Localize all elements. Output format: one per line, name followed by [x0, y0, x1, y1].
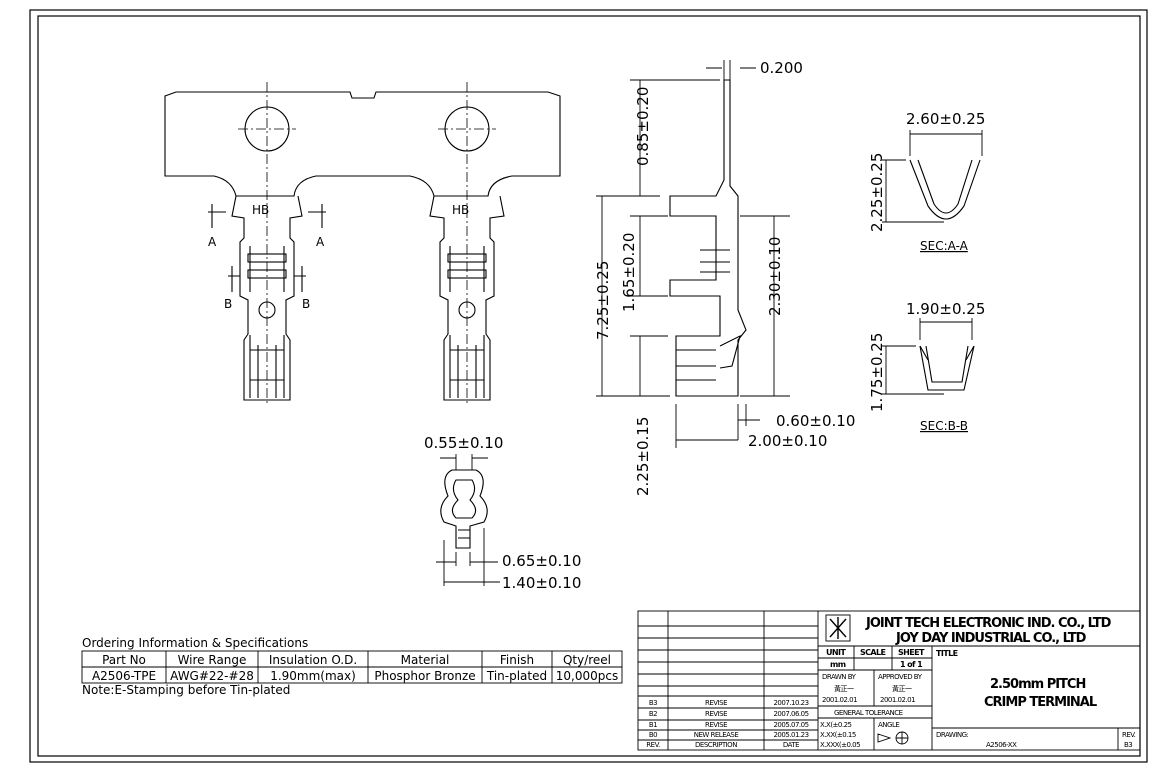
col-rev: REV. [646, 741, 660, 749]
rev-label: REV. [1122, 731, 1136, 739]
drawing-no-label: DRAWING: [936, 731, 969, 739]
spec-header-finish: Finish [500, 653, 534, 667]
section-b-left: B [224, 297, 232, 311]
revision-rev: B2 [649, 710, 657, 718]
tolerance-1: X.X(±0.25 [820, 721, 852, 729]
side-profile [669, 79, 747, 397]
dim-thickness: 0.200 [760, 59, 803, 77]
revision-date: 2007.06.05 [773, 710, 808, 718]
sec-b-width: 1.90±0.25 [906, 300, 985, 318]
sec-b-height: 1.75±0.25 [868, 333, 886, 412]
unit-value: mm [830, 660, 846, 669]
company-name-1: JOINT TECH ELECTRONIC IND. CO., LTD [865, 616, 1112, 631]
revision-date: 2005.01.23 [773, 731, 808, 739]
spec-header-qty: Qty/reel [563, 653, 611, 667]
revision-desc: REVISE [705, 699, 727, 707]
section-a-left: A [208, 235, 217, 249]
drawn-date: 2001.02.01 [822, 696, 857, 704]
tolerance-3: X.XXX(±0.05 [820, 741, 860, 749]
dim-front-top: 0.55±0.10 [424, 434, 503, 452]
dim-mid: 1.65±0.20 [620, 233, 638, 312]
drawing-no: A2506-XX [986, 741, 1017, 749]
dim-front-bottom: 1.40±0.10 [502, 574, 581, 592]
spec-cell-wire-range: AWG#22-#28 [170, 669, 254, 683]
marking-hb-1: HB [252, 203, 269, 217]
unit-label: UNIT [826, 648, 846, 657]
spec-header-insulation: Insulation O.D. [269, 653, 357, 667]
drawn-by-label: DRAWN BY [822, 673, 857, 681]
drawn-sign: 黃正一 [834, 684, 854, 693]
spec-header-wire-range: Wire Range [178, 653, 247, 667]
sec-a-label: SEC:A-A [920, 239, 969, 253]
section-a-right: A [316, 235, 325, 249]
projection-symbol [877, 731, 909, 745]
inner-border [37, 15, 1141, 757]
title-label: TITLE [936, 649, 958, 658]
company-name-2: JOY DAY INDUSTRIAL CO., LTD [895, 631, 1087, 646]
dim-tip: 0.85±0.20 [634, 87, 652, 166]
spec-note: Note:E-Stamping before Tin-plated [82, 683, 290, 697]
sec-a-height: 2.25±0.25 [868, 153, 886, 232]
col-date: DATE [783, 741, 799, 749]
terminal-1-outline [231, 195, 303, 401]
carrier-strip [164, 91, 561, 197]
dim-total: 7.25±0.25 [594, 261, 612, 340]
rev-value: B3 [1124, 741, 1132, 749]
sheet-value: 1 of 1 [900, 660, 923, 669]
approved-by-label: APPROVED BY [878, 673, 923, 681]
company-logo [825, 614, 851, 642]
spec-cell-part-no: A2506-TPE [92, 669, 156, 683]
revision-rev: B3 [649, 699, 657, 707]
spec-header-part-no: Part No [102, 653, 146, 667]
dim-right: 2.30±0.10 [766, 237, 784, 316]
revision-desc: REVISE [705, 710, 727, 718]
revision-date: 2007.10.23 [773, 699, 808, 707]
revision-rev: B1 [649, 721, 657, 729]
outer-border [29, 9, 1148, 763]
section-a-view [882, 130, 983, 223]
front-profile [440, 469, 488, 549]
tolerance-2: X.XX(±0.15 [820, 731, 856, 739]
dim-front-mid: 0.65±0.10 [502, 552, 581, 570]
general-tolerance: GENERAL TOLERANCE [834, 709, 903, 717]
revision-rev: B0 [649, 731, 657, 739]
sec-a-width: 2.60±0.25 [906, 110, 985, 128]
spec-title: Ordering Information & Specifications [82, 636, 308, 650]
revision-desc: REVISE [705, 721, 727, 729]
side-view [596, 60, 790, 448]
scale-label: SCALE [860, 648, 886, 657]
spec-header-material: Material [401, 653, 450, 667]
front-view [436, 454, 500, 586]
section-b-view [882, 318, 975, 395]
dim-bottom-v: 2.25±0.15 [634, 417, 652, 496]
marking-hb-2: HB [452, 203, 469, 217]
revision-date: 2005.07.05 [773, 721, 808, 729]
title-line-1: 2.50mm PITCH [990, 677, 1085, 692]
revision-desc: NEW RELEASE [694, 731, 739, 739]
sheet-label: SHEET [898, 648, 925, 657]
spec-cell-material: Phosphor Bronze [374, 669, 475, 683]
angle-label: ANGLE [878, 721, 899, 729]
spec-cell-qty: 10,000pcs [556, 669, 618, 683]
title-line-2: CRIMP TERMINAL [984, 695, 1097, 710]
title-block [637, 610, 1141, 751]
dim-width: 2.00±0.10 [748, 432, 827, 450]
approved-date: 2001.02.01 [880, 696, 915, 704]
spec-cell-finish: Tin-plated [486, 669, 547, 683]
spec-cell-insulation: 1.90mm(max) [270, 669, 356, 683]
approved-sign: 黃正一 [892, 684, 912, 693]
terminal-2-outline [429, 195, 505, 401]
section-b-right: B [302, 297, 310, 311]
col-description: DESCRIPTION [695, 741, 737, 749]
top-view [164, 82, 561, 405]
sec-b-label: SEC:B-B [920, 419, 968, 433]
spec-table [81, 650, 623, 684]
dim-small: 0.60±0.10 [776, 412, 855, 430]
